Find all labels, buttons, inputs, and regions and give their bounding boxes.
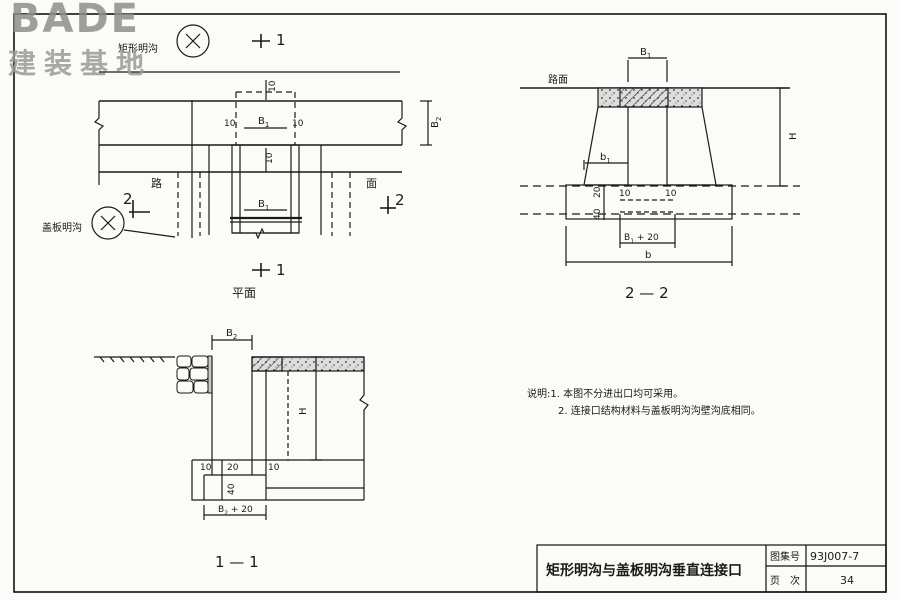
- label-rect-ditch: 矩形明沟: [118, 42, 158, 55]
- section-1-1-title: 1 — 1: [215, 553, 259, 571]
- dim-h-22: H: [788, 132, 799, 140]
- dim-b2-11: B2: [226, 328, 237, 341]
- rect-ditch-symbol: [176, 24, 210, 58]
- watermark-chinese: 建装基地: [8, 47, 153, 80]
- dim-20-22: 20: [593, 186, 603, 198]
- sec1-top: 1: [276, 31, 286, 49]
- dim-10b-22: 10: [665, 189, 677, 199]
- dim-10-top: 10: [268, 80, 278, 92]
- notes: 说明:1. 本图不分进出口均可采用。 2. 连接口结构材料与盖板明沟沟壁沟底相同…: [527, 387, 761, 417]
- sec2-left: 2: [123, 190, 133, 208]
- atlas-value: 93J007-7: [810, 550, 859, 563]
- dim-b1-a: B1: [258, 116, 269, 129]
- page-label: 页 次: [770, 574, 800, 587]
- label-road-surface: 路面: [548, 73, 568, 86]
- dim-40-11: 40: [227, 483, 237, 495]
- label-surface: 面: [366, 177, 377, 190]
- atlas-label: 图集号: [770, 550, 800, 563]
- dim-10-right: 10: [292, 119, 304, 129]
- note-line-2: 2. 连接口结构材料与盖板明沟沟壁沟底相同。: [558, 404, 761, 417]
- note-line-1: 说明:1. 本图不分进出口均可采用。: [527, 387, 683, 400]
- dim-10-mid: 10: [265, 152, 275, 164]
- sec2-right: 2: [395, 191, 405, 209]
- cover-ditch-symbol: [91, 206, 125, 240]
- title-block-text: 矩形明沟与盖板明沟垂直连接口 图集号 93J007-7 页 次 34: [546, 550, 859, 587]
- title-block: [536, 544, 887, 593]
- section-2-2: [520, 57, 800, 266]
- page-value: 34: [840, 574, 854, 587]
- dim-10a-11: 10: [200, 463, 212, 473]
- dim-b1-b: B1: [258, 199, 269, 212]
- plan-labels: 平面 矩形明沟 盖板明沟 路 面 1 1 2 2 10 10 10 10 B1 …: [42, 31, 443, 300]
- plan-title: 平面: [232, 286, 256, 300]
- dim-10a-22: 10: [619, 189, 631, 199]
- watermark-logo: BADE 建装基地: [8, 0, 168, 80]
- sec1-bottom: 1: [276, 261, 286, 279]
- dim-h-11: H: [298, 407, 309, 415]
- section-2-2-title: 2 — 2: [625, 284, 669, 302]
- dim-b1-top: B1: [640, 47, 651, 60]
- label-cover-ditch: 盖板明沟: [42, 221, 82, 234]
- dim-20-11: 20: [227, 463, 239, 473]
- dim-40-22: 40: [593, 208, 603, 220]
- dim-b1-20: B1 + 20: [624, 233, 659, 245]
- watermark-brand: BADE: [10, 0, 140, 42]
- dim-b2-plan: B2: [430, 117, 443, 128]
- sheet-border: [13, 13, 887, 593]
- dim-10b-11: 10: [268, 463, 280, 473]
- plan-view: [91, 24, 432, 277]
- section-2-2-labels: 2 — 2 路面 B1 H b1 20 40 10 10 B1 + 20 b: [548, 47, 799, 302]
- section-1-1-labels: 1 — 1 B2 H 10 20 10 40 B2 + 20: [200, 328, 309, 571]
- dim-b2-20: B2 + 20: [218, 505, 253, 517]
- dim-b: b: [645, 250, 651, 261]
- section-1-1: [94, 335, 369, 520]
- dim-10-left: 10: [224, 119, 236, 129]
- drawing-title: 矩形明沟与盖板明沟垂直连接口: [546, 562, 742, 579]
- label-road: 路: [151, 177, 162, 190]
- dim-b1-small: b1: [600, 152, 611, 165]
